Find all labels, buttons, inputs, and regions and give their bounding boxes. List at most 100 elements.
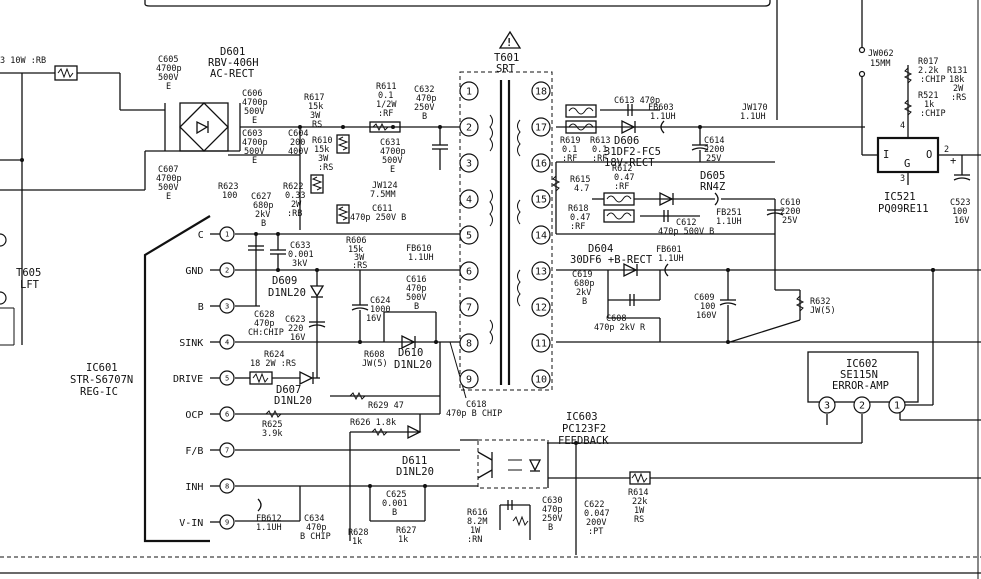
c606-volt: 500V [244,107,264,117]
ic601-pin-label: GND [185,266,203,277]
r521-ref: R521 [918,91,938,101]
c523-volt: 16V [954,216,969,226]
r617-ref: R617 [304,93,324,103]
r616-type: :RN [467,535,482,545]
r614-val: 22k [632,497,647,507]
t601-pin-3: 3 [459,153,479,173]
r624-val: 18 2W :RS [250,359,296,369]
ic601-pin-number: 9 [225,519,229,527]
t601-pin-number: 15 [535,195,547,206]
c624-ref: C624 [370,296,390,306]
c631-ref: C631 [380,138,400,148]
ic601-pin-f-b: 7F/B [185,442,235,458]
c605-type: E [166,82,171,92]
t601-pin-number: 18 [535,87,547,98]
r624-ref: R624 [264,350,284,360]
d611-ref: D611 [402,455,427,467]
r017-val: 2.2k [918,66,938,76]
d606-part: 31DF2-FC5 [604,146,661,158]
r632-ref: R632 [810,297,830,307]
r622-type: :RB [287,209,302,219]
t601-pin-10: 10 [531,369,551,389]
t601-pin-5: 5 [459,225,479,245]
ic601-pin-label: C [198,230,204,241]
t601-pin-7: 7 [459,297,479,317]
fb601-ref: FB601 [656,245,682,255]
r618-val: 0.47 [570,213,590,223]
jw170-val: 1.1UH [740,112,766,122]
t601-pin-8: 8 [459,333,479,353]
c611-val: 470p 250V B [350,213,406,223]
ic601-pin-number: 8 [225,483,229,491]
ic603-desc: FEEDBACK [558,435,609,447]
ic601-desc: REG-IC [80,386,118,398]
fb612-val: 1.1UH [256,523,282,533]
r617-type: RS [312,120,322,130]
t601-pin-number: 13 [535,267,547,278]
c603-ref: C603 [242,129,262,139]
c523-ref: C523 [950,198,970,208]
r606-resistor [336,204,350,224]
d605-ref: D605 [700,170,725,182]
c627-ref: C627 [251,192,271,202]
ic601-pin-label: SINK [179,338,203,349]
c614-val: 2200 [704,145,724,155]
t601-pin-number: 7 [466,303,472,314]
c607-ref: C607 [158,165,178,175]
r617-watt: 3W [310,111,321,121]
r610-ref: R610 [312,136,332,146]
c605-ref: C605 [158,55,178,65]
ic521-ref: IC521 [884,191,916,203]
c619-val: 680p [574,279,594,289]
fb601-val: 1.1UH [658,254,684,264]
t601-pin-17: 17 [531,117,551,137]
r619-resistor [565,104,597,118]
t601-pin-4: 4 [459,189,479,209]
c608-ref: C608 [606,314,626,324]
c619-volt: 2kV [576,288,591,298]
c622-val: 0.047 [584,509,610,519]
r131-ref: R131 [947,66,967,76]
c625-ref: C625 [386,490,406,500]
r611-resistor [369,121,401,133]
fb251-val: 1.1UH [716,217,742,227]
c609-ref: C609 [694,293,714,303]
r622-ref: R622 [283,182,303,192]
ic601-pin-number: 7 [225,447,229,455]
c631-volt: 500V [382,156,402,166]
r017-ref: R017 [918,57,938,67]
t601-pin-16: 16 [531,153,551,173]
r619-val: 0.1 [562,145,577,155]
t601-ref: T601 [494,52,519,64]
r131-watt: 2W [953,84,964,94]
c604-volt: 400V [288,147,308,157]
c608-val: 470p 2kV R [594,323,646,333]
c612-val: 470p 500V B [658,227,714,237]
c610-volt: 25V [782,216,797,226]
t601-pin-number: 4 [466,195,472,206]
resistor-top-left [54,65,78,81]
c630-ref: C630 [542,496,562,506]
t601-pin-6: 6 [459,261,479,281]
t601-pin-number: 1 [466,87,472,98]
d604-ref: D604 [588,243,613,255]
c606-type: E [252,116,257,126]
r622-resistor [310,174,324,194]
t601-pin-13: 13 [531,261,551,281]
ic521-gnd: G [904,158,910,170]
c611-ref: C611 [372,204,392,214]
t601-pin-number: 3 [466,159,472,170]
c630-type: B [548,523,553,533]
c624-val: 1000 [370,305,390,315]
r628-val: 1k [352,537,362,547]
d604-part: 30DF6 +B-RECT [570,254,653,266]
c618-ref: C618 [466,400,486,410]
r614-ref: R614 [628,488,648,498]
c630-val: 470p [542,505,562,515]
c622-volt: 200V [586,518,606,528]
c630-volt: 250V [542,514,562,524]
r622-watt: 2W [291,200,302,210]
